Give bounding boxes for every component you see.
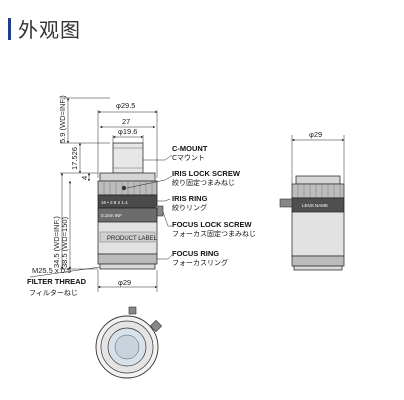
product-label: PRODUCT LABEL <box>107 236 158 242</box>
iris-scale-text: 16 • 2.8 2 1.4 <box>101 200 128 205</box>
dim-dia-bottom: φ29 <box>118 278 131 287</box>
iris-lock-screw <box>121 185 127 191</box>
iris-ring-label-jp: 絞りリング <box>172 203 207 212</box>
iris-lock-label-jp: 絞り固定つまみねじ <box>172 178 235 187</box>
dim-len-top: 5.9 (WD=INF.) <box>58 95 67 143</box>
bottom-lock-screw-2 <box>128 306 137 315</box>
focus-ring-label: FOCUS RING <box>172 249 219 258</box>
cmount-label-jp: Cマウント <box>172 154 205 162</box>
focus-lock-label-jp: フォーカス固定つまみねじ <box>172 229 256 238</box>
bottom-lock-screw-1 <box>149 319 163 333</box>
side-view: LENS NAME <box>279 135 345 271</box>
dim-dia-side: φ29 <box>309 130 322 139</box>
flange <box>99 172 156 182</box>
filter-thread <box>99 263 156 270</box>
front-view: 16 • 2.8 2 1.4 0.15m INF PRODUCT LABEL <box>97 142 164 270</box>
header-accent-bar <box>8 18 11 40</box>
focus-scale-text: 0.15m INF <box>101 213 122 218</box>
dim-len-lower2: 38.5 (WD=150) <box>60 216 69 268</box>
focus-ring <box>97 253 158 265</box>
c-mount-stub <box>112 142 144 174</box>
dim-dia-top: φ29.5 <box>116 101 135 110</box>
bottom-view <box>95 306 163 379</box>
filter-thread-label: FILTER THREAD <box>27 277 87 286</box>
filter-thread-label-jp: フィルターねじ <box>29 288 78 297</box>
front-dimensions <box>60 97 158 292</box>
dim-len-small: 4 <box>80 176 89 180</box>
dim-thread: M25.5 x 0.5 <box>32 266 71 275</box>
dim-dia-inner: φ19.6 <box>118 127 137 136</box>
callout-lines <box>126 154 173 260</box>
dim-width-top: 27 <box>122 117 130 126</box>
focus-lock-label: FOCUS LOCK SCREW <box>172 220 253 229</box>
dim-len-lower1: 34.5 (WD=INF.) <box>52 216 61 268</box>
iris-ring-label: IRIS RING <box>172 194 208 203</box>
side-lock-screw <box>279 198 293 208</box>
side-lens-name: LENS NAME <box>302 203 328 208</box>
dim-len-mid: 17.526 <box>70 147 79 170</box>
cmount-label: C-MOUNT <box>172 144 208 153</box>
page-title: 外观图 <box>18 18 81 42</box>
iris-lock-label: IRIS LOCK SCREW <box>172 169 241 178</box>
focus-ring-label-jp: フォーカスリング <box>172 258 228 267</box>
